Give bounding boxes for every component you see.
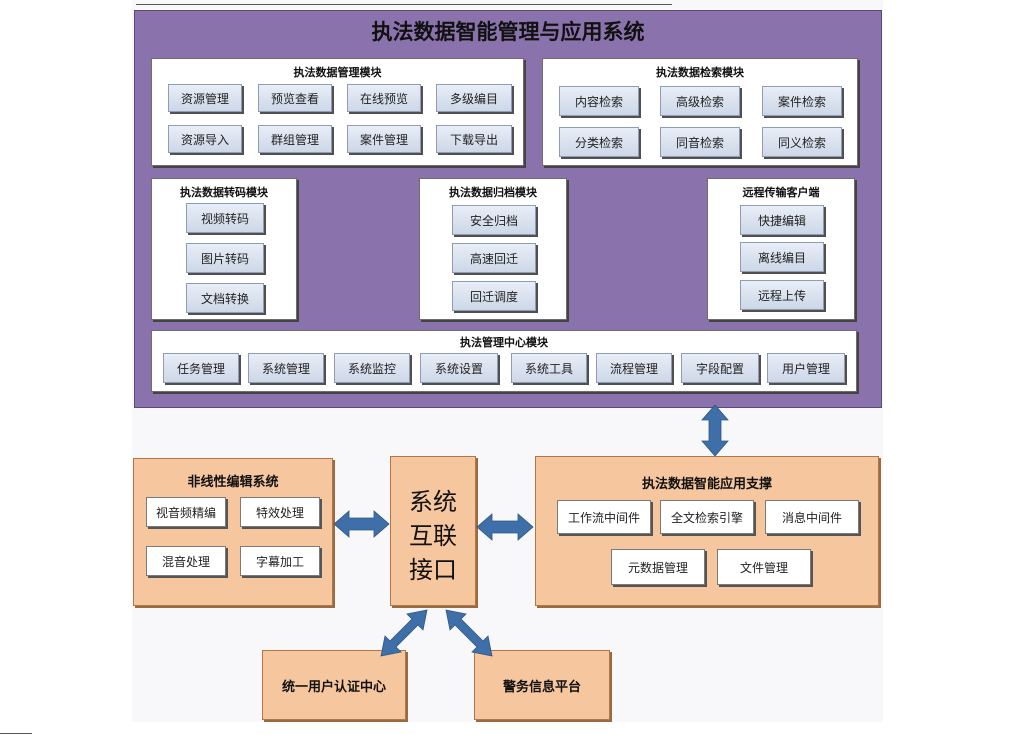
double-arrow-vertical <box>701 404 729 457</box>
remote-client-item: 快捷编辑 <box>740 205 824 235</box>
mgmt-center-item: 系统监控 <box>334 353 410 383</box>
data-search-item: 分类检索 <box>559 127 639 157</box>
mgmt-center-item: 系统设置 <box>420 353 498 383</box>
data-mgmt-item: 群组管理 <box>258 125 332 153</box>
double-arrow-diagonal-right <box>445 609 493 657</box>
data-archive-title: 执法数据归档模块 <box>449 186 537 199</box>
data-search-module: 执法数据检索模块 内容检索 高级检索 案件检索 分类检索 同音检索 同义检索 <box>542 58 858 166</box>
nonlinear-edit-item: 视音频精编 <box>146 497 226 527</box>
mgmt-center-item: 任务管理 <box>163 353 239 383</box>
nonlinear-edit-system: 非线性编辑系统 视音频精编 特效处理 混音处理 字幕加工 <box>133 458 333 606</box>
data-transcode-item: 图片转码 <box>186 243 264 273</box>
data-mgmt-item: 预览查看 <box>258 84 332 112</box>
mgmt-center-title: 执法管理中心模块 <box>460 336 548 349</box>
data-transcode-item: 视频转码 <box>186 203 264 233</box>
police-info-platform: 警务信息平台 <box>474 650 610 720</box>
double-arrow-diagonal-left <box>380 609 428 657</box>
data-mgmt-item: 在线预览 <box>347 84 421 112</box>
remote-client-module: 远程传输客户端 快捷编辑 离线编目 远程上传 <box>707 178 855 320</box>
system-interconnect-interface: 系统互联接口 <box>390 456 476 606</box>
bottom-rule <box>0 733 32 734</box>
mgmt-center-item: 用户管理 <box>767 353 845 383</box>
data-mgmt-item: 资源管理 <box>168 84 242 112</box>
data-archive-module: 执法数据归档模块 安全归档 高速回迁 回迁调度 <box>419 178 567 320</box>
mgmt-center-module: 执法管理中心模块 任务管理 系统管理 系统监控 系统设置 系统工具 流程管理 字… <box>151 330 857 392</box>
system-interconnect-title: 系统互联接口 <box>409 488 457 584</box>
data-mgmt-item: 案件管理 <box>347 125 421 153</box>
data-archive-item: 高速回迁 <box>452 243 536 273</box>
app-support-item: 文件管理 <box>717 549 811 585</box>
double-arrow-left <box>333 510 390 538</box>
remote-client-title: 远程传输客户端 <box>742 186 820 199</box>
remote-client-item: 远程上传 <box>740 280 824 310</box>
data-transcode-module: 执法数据转码模块 视频转码 图片转码 文档转换 <box>151 178 297 320</box>
app-support-title: 执法数据智能应用支撑 <box>641 477 772 492</box>
double-arrow-right <box>476 513 534 541</box>
app-support-system: 执法数据智能应用支撑 工作流中间件 全文检索引擎 消息中间件 元数据管理 文件管… <box>535 456 879 606</box>
data-search-item: 同义检索 <box>762 127 842 157</box>
remote-client-item: 离线编目 <box>740 242 824 272</box>
data-transcode-title: 执法数据转码模块 <box>180 186 268 199</box>
data-search-title: 执法数据检索模块 <box>656 66 744 79</box>
unified-auth-title: 统一用户认证中心 <box>281 679 386 695</box>
data-mgmt-item: 资源导入 <box>168 125 242 153</box>
nonlinear-edit-title: 非线性编辑系统 <box>187 475 279 490</box>
mgmt-center-item: 流程管理 <box>596 353 672 383</box>
top-rule <box>136 4 672 5</box>
app-support-item: 元数据管理 <box>611 549 705 585</box>
data-mgmt-item: 下载导出 <box>436 125 512 153</box>
data-mgmt-item: 多级编目 <box>436 84 512 112</box>
nonlinear-edit-item: 混音处理 <box>146 546 226 576</box>
unified-auth-center: 统一用户认证中心 <box>262 650 406 720</box>
data-archive-item: 回迁调度 <box>452 281 536 311</box>
data-search-item: 高级检索 <box>660 86 740 116</box>
data-search-item: 同音检索 <box>660 127 740 157</box>
nonlinear-edit-item: 特效处理 <box>240 497 320 527</box>
data-search-item: 案件检索 <box>762 86 842 116</box>
nonlinear-edit-item: 字幕加工 <box>240 546 320 576</box>
police-platform-title: 警务信息平台 <box>502 679 581 695</box>
app-support-item: 全文检索引擎 <box>660 500 754 534</box>
mgmt-center-item: 系统工具 <box>511 353 587 383</box>
data-transcode-item: 文档转换 <box>186 283 264 313</box>
app-support-item: 消息中间件 <box>765 500 859 534</box>
data-archive-item: 安全归档 <box>452 205 536 235</box>
main-system-title: 执法数据智能管理与应用系统 <box>371 20 645 44</box>
mgmt-center-item: 字段配置 <box>681 353 759 383</box>
data-mgmt-module: 执法数据管理模块 资源管理 预览查看 在线预览 多级编目 资源导入 群组管理 案… <box>151 58 524 166</box>
mgmt-center-item: 系统管理 <box>248 353 324 383</box>
data-mgmt-title: 执法数据管理模块 <box>293 66 382 79</box>
data-search-item: 内容检索 <box>559 86 639 116</box>
app-support-item: 工作流中间件 <box>557 500 651 534</box>
